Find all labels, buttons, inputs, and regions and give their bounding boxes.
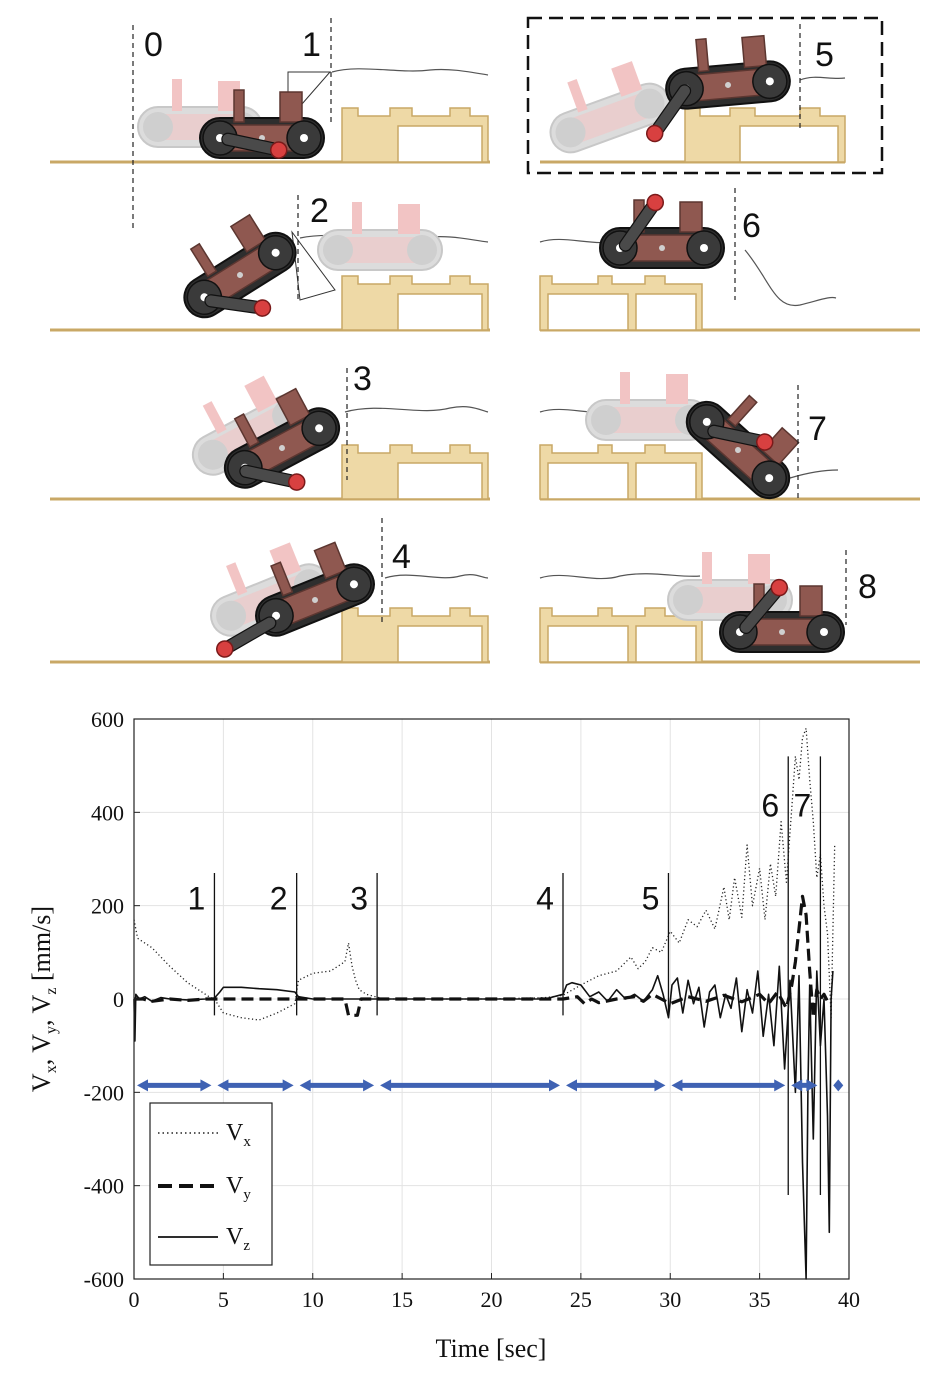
x-tick-label: 15	[391, 1287, 413, 1312]
phase-arrow-head-left	[137, 1079, 148, 1092]
snapshot-4-label: 4	[392, 538, 411, 576]
legend: Vx Vy Vz	[149, 1102, 273, 1266]
phase-arrow-head-right	[654, 1079, 666, 1092]
series-vy-line	[134, 894, 832, 1020]
snapshot-2-label: 2	[310, 192, 329, 230]
series-vx-line	[133, 727, 836, 1021]
snapshot-8: 8	[539, 550, 920, 664]
phase-arrow-head-right	[282, 1079, 294, 1092]
snapshot-5: 5	[526, 16, 884, 175]
x-tick-label: 25	[570, 1287, 592, 1312]
y-tick-label: -200	[84, 1080, 124, 1105]
y-axis-label: Vx, Vy, Vz [mm/s]	[27, 906, 60, 1092]
phase-arrow-head-left	[671, 1079, 683, 1092]
x-tick-label: 0	[129, 1287, 140, 1312]
snapshot-3: 3	[50, 360, 490, 501]
x-tick-label: 35	[749, 1287, 771, 1312]
y-tick-label: -600	[84, 1267, 124, 1292]
series-layer	[133, 727, 836, 1280]
phase-arrow-head-left	[380, 1079, 392, 1092]
phase-arrows	[137, 1079, 844, 1092]
phase-marker-label: 7	[794, 787, 812, 823]
phase-marker-label: 4	[536, 881, 554, 917]
phase-marker-label: 5	[642, 881, 660, 917]
snapshot-1-label: 1	[302, 26, 321, 64]
phase-marker-label: 6	[761, 787, 779, 823]
snapshot-5-label: 5	[815, 36, 834, 74]
phase-marker-label: 2	[270, 881, 288, 917]
phase-arrow-head-left	[566, 1079, 577, 1092]
x-tick-label: 30	[659, 1287, 681, 1312]
x-tick-label: 20	[481, 1287, 503, 1312]
phase-arrow-head-right	[200, 1079, 212, 1092]
snapshot-0-label: 0	[144, 26, 163, 64]
x-tick-label: 5	[218, 1287, 229, 1312]
x-tick-label: 40	[838, 1287, 860, 1312]
series-vz-line	[133, 965, 834, 1280]
snapshot-6-label: 6	[742, 207, 761, 245]
snapshot-7-label: 7	[808, 410, 827, 448]
phase-arrow-head-left	[217, 1079, 229, 1092]
snapshot-0: 0 1	[50, 18, 490, 228]
phase-arrow-head-right	[806, 1079, 818, 1092]
snapshot-3-label: 3	[353, 360, 372, 398]
legend-vz-label: Vz	[226, 1224, 250, 1254]
snapshot-7: 7	[539, 371, 920, 508]
phase-marker-label: 1	[188, 881, 206, 917]
y-tick-label: 0	[113, 987, 124, 1012]
x-axis-label: Time [sec]	[436, 1334, 547, 1363]
phase-marker-label: 3	[350, 881, 368, 917]
y-tick-label: -400	[84, 1174, 124, 1199]
phase-arrow-head-left	[299, 1079, 311, 1092]
phase-arrow-head-right	[363, 1079, 375, 1092]
phase-arrow-end-marker	[833, 1079, 844, 1092]
legend-vx-label: Vx	[226, 1120, 251, 1150]
snapshot-2: 2	[50, 192, 490, 332]
legend-vy-label: Vy	[226, 1173, 251, 1203]
snapshot-8-label: 8	[858, 568, 877, 606]
y-tick-label: 600	[91, 707, 124, 732]
y-tick-label: 400	[91, 800, 124, 825]
x-tick-label: 10	[302, 1287, 324, 1312]
phase-arrow-head-right	[549, 1079, 560, 1092]
snapshot-4: 4	[50, 518, 490, 664]
phase-arrow-head-right	[774, 1079, 786, 1092]
phase-arrow-head-left	[791, 1079, 803, 1092]
y-tick-label: 200	[91, 894, 124, 919]
snapshot-6: 6	[539, 188, 920, 332]
